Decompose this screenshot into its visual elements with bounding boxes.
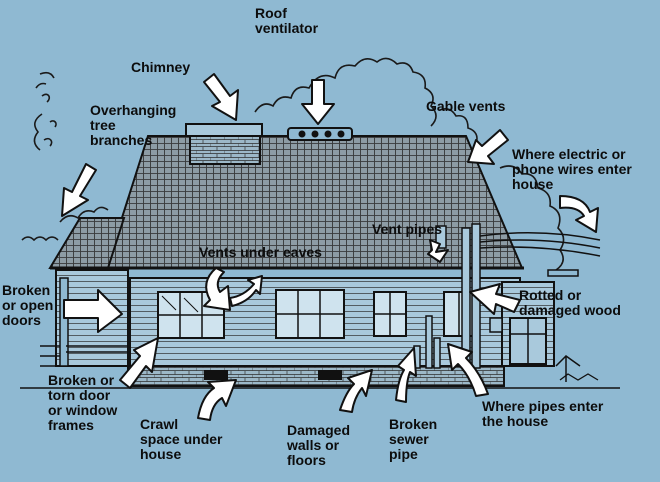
label-line: the house — [482, 413, 549, 429]
label-chimney: Chimney — [131, 60, 190, 75]
label-line: torn door — [48, 387, 111, 403]
label-vents-under-eaves: Vents under eaves — [199, 245, 322, 260]
label-crawl-space: Crawl space under house — [140, 417, 222, 462]
label-line: house — [512, 176, 554, 192]
label-line: Vents under eaves — [199, 244, 322, 260]
label-line: or open — [2, 297, 54, 313]
label-line: branches — [90, 132, 153, 148]
doors-arrow-icon — [63, 289, 123, 333]
label-line: Rotted or — [519, 287, 582, 303]
rotted-wood-arrow-icon — [469, 283, 521, 315]
label-line: doors — [2, 312, 41, 328]
label-vent-pipes: Vent pipes — [372, 222, 442, 237]
label-line: Crawl — [140, 416, 179, 432]
label-line: space under — [140, 431, 223, 447]
sewer-pipe-arrow-icon — [395, 347, 417, 403]
label-line: damaged wood — [519, 302, 621, 318]
label-line: phone wires enter — [512, 161, 632, 177]
label-line: sewer — [389, 431, 429, 447]
label-damaged-walls-floors: Damaged walls or floors — [287, 423, 350, 468]
label-line: Roof — [255, 5, 287, 21]
label-line: Damaged — [287, 422, 351, 438]
label-rotted-damaged-wood: Rotted or damaged wood — [519, 288, 621, 318]
crawl-space-arrow-icon — [197, 379, 237, 421]
label-line: Chimney — [131, 59, 191, 75]
window-center — [275, 289, 345, 339]
label-where-pipes-enter: Where pipes enter the house — [482, 399, 603, 429]
label-roof-ventilator: Roof ventilator — [255, 6, 318, 36]
label-line: or window — [48, 402, 118, 418]
pipes-enter-arrow-icon — [447, 343, 489, 397]
label-line: tree — [90, 117, 116, 133]
door-frame-arrow-icon — [119, 337, 159, 389]
vent-pipes-arrow-icon — [427, 239, 449, 263]
wires-arrow-icon — [559, 195, 599, 233]
label-line: frames — [48, 417, 94, 433]
eaves-arrow-icon — [203, 267, 231, 311]
label-line: Broken — [2, 282, 51, 298]
chimney-arrow-icon — [203, 73, 239, 121]
label-line: house — [140, 446, 182, 462]
label-line: ventilator — [255, 20, 319, 36]
label-broken-sewer-pipe: Broken sewer pipe — [389, 417, 437, 462]
gable-vents-arrow-icon — [467, 129, 509, 165]
label-line: Broken or — [48, 372, 115, 388]
label-line: walls or — [287, 437, 340, 453]
right-porch — [489, 269, 581, 382]
label-line: pipe — [389, 446, 418, 462]
label-line: Gable vents — [426, 98, 506, 114]
electric-wires — [479, 232, 601, 257]
label-line: Vent pipes — [372, 221, 443, 237]
chimney-shape — [185, 123, 263, 165]
branches-arrow-icon — [61, 163, 97, 217]
tree-foliage — [21, 57, 565, 271]
label-gable-vents: Gable vents — [426, 99, 505, 114]
label-electric-phone-wires: Where electric or phone wires enter hous… — [512, 147, 632, 192]
label-line: Where pipes enter — [482, 398, 604, 414]
label-line: Overhanging — [90, 102, 177, 118]
label-line: Where electric or — [512, 146, 626, 162]
roof-ventilator-shape — [287, 127, 353, 141]
window-small — [373, 291, 407, 337]
label-broken-or-open-doors: Broken or open doors — [2, 283, 53, 328]
label-line: floors — [287, 452, 326, 468]
walls-arrow-icon — [339, 369, 373, 413]
label-broken-door-window-frames: Broken or torn door or window frames — [48, 373, 117, 433]
label-line: Broken — [389, 416, 438, 432]
roof-ventilator-arrow-icon — [301, 79, 335, 125]
label-overhanging-tree-branches: Overhanging tree branches — [90, 103, 176, 148]
